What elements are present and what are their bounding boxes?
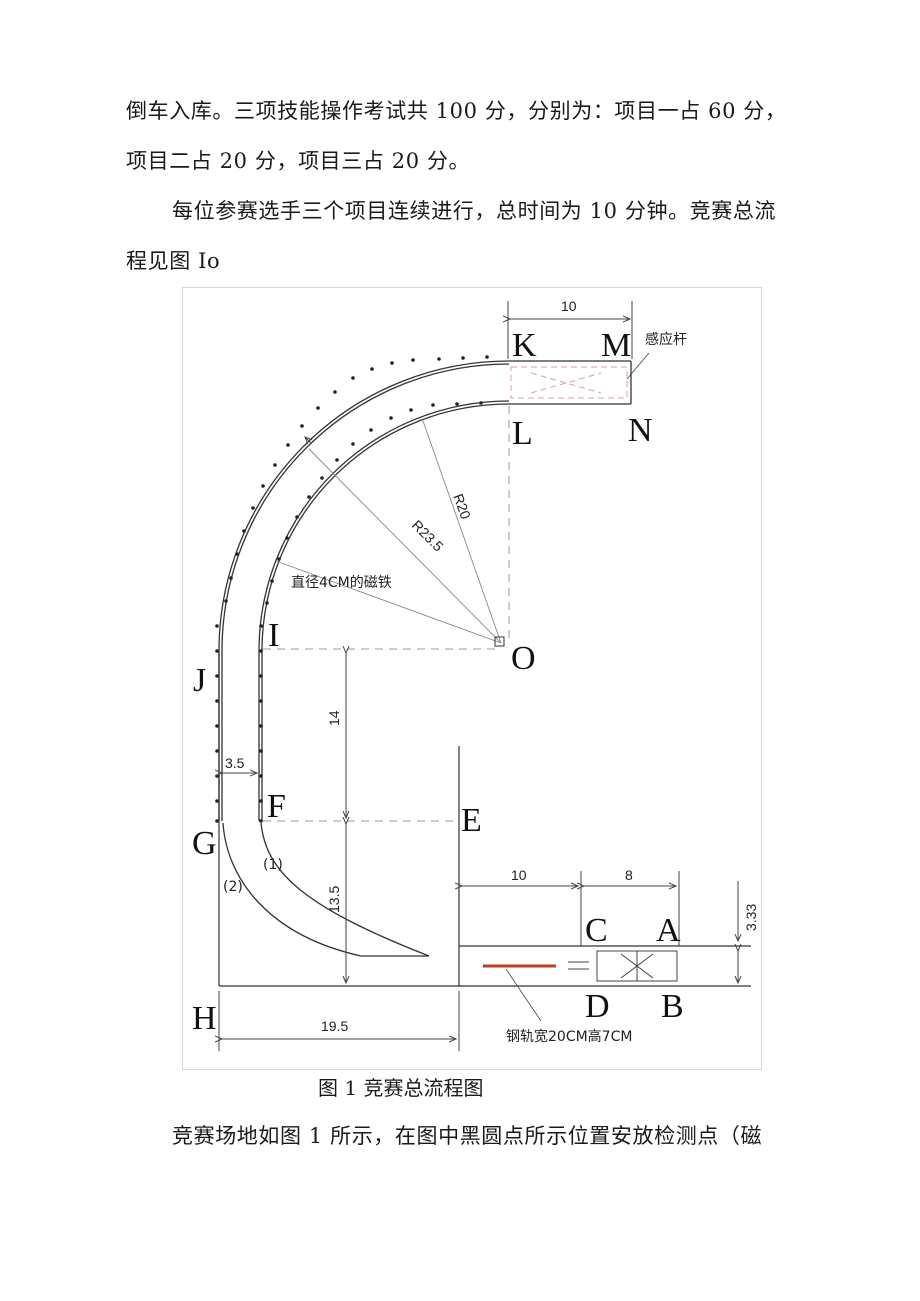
rail-label: 钢轨宽20CM高7CM xyxy=(506,1028,632,1045)
sensor-leader-line xyxy=(626,352,650,380)
point-label-o: O xyxy=(511,640,536,677)
dimension-r-inner: R20 xyxy=(450,492,474,522)
point-label-b: B xyxy=(661,988,684,1025)
point-label-h: H xyxy=(192,1000,217,1037)
paragraph-line: 竞赛场地如图 1 所示，在图中黑圆点所示位置安放检测点（磁 xyxy=(172,1124,763,1148)
sensor-bar-label: 感应杆 xyxy=(645,331,687,348)
point-label-g: G xyxy=(192,825,217,862)
point-label-e: E xyxy=(461,802,482,839)
paragraph-line: 程见图 Io xyxy=(126,249,221,273)
point-label-n: N xyxy=(628,412,653,449)
radius-lines xyxy=(275,420,502,644)
paragraph-line: 项目二占 20 分，项目三占 20 分。 xyxy=(126,149,471,173)
dimension-r-outer: R23.5 xyxy=(409,517,447,555)
guide-lines xyxy=(263,406,510,822)
point-label-a: A xyxy=(656,912,681,949)
course-diagram-figure: K M L N O I J F G E H C A D B 10 R20 R23… xyxy=(182,287,762,1070)
dimension-top-width: 10 xyxy=(561,298,577,314)
paragraph-line: 倒车入库。三项技能操作考试共 100 分，分别为：项目一占 60 分， xyxy=(126,99,787,123)
course-diagram: K M L N O I J F G E H C A D B 10 R20 R23… xyxy=(192,298,759,1051)
dimension-garage-gap: 10 xyxy=(511,867,527,883)
point-label-f: F xyxy=(267,788,286,825)
dimension-width-3-5: 3.5 xyxy=(225,755,245,771)
point-label-k: K xyxy=(512,327,537,364)
magnet-dots xyxy=(215,355,489,823)
sensor-bar-zone xyxy=(510,366,628,399)
point-label-c: C xyxy=(585,912,608,949)
point-label-m: M xyxy=(601,327,631,364)
dimension-height-13-5: 13.5 xyxy=(326,886,342,913)
curved-track xyxy=(218,360,632,821)
rail-leader-line xyxy=(505,968,542,1022)
dimension-garage-length: 8 xyxy=(625,867,633,883)
garage xyxy=(568,950,678,982)
point-label-j: J xyxy=(193,662,206,699)
dimension-garage-height: 3.33 xyxy=(743,904,759,931)
figure-caption: 图 1 竞赛总流程图 xyxy=(318,1076,484,1100)
point-label-l: L xyxy=(512,415,533,452)
path-label-2: (2) xyxy=(223,879,243,895)
dimension-height-14: 14 xyxy=(326,710,342,726)
center-marker xyxy=(494,636,505,647)
paragraph-line: 每位参赛选手三个项目连续进行，总时间为 10 分钟。竞赛总流 xyxy=(172,199,777,223)
path-label-1: (1) xyxy=(263,857,283,873)
point-label-i: I xyxy=(268,617,279,654)
magnet-label: 直径4CM的磁铁 xyxy=(291,574,392,591)
point-label-d: D xyxy=(585,988,610,1025)
dimension-width-19-5: 19.5 xyxy=(321,1018,348,1034)
dimension-lines xyxy=(219,301,738,1051)
